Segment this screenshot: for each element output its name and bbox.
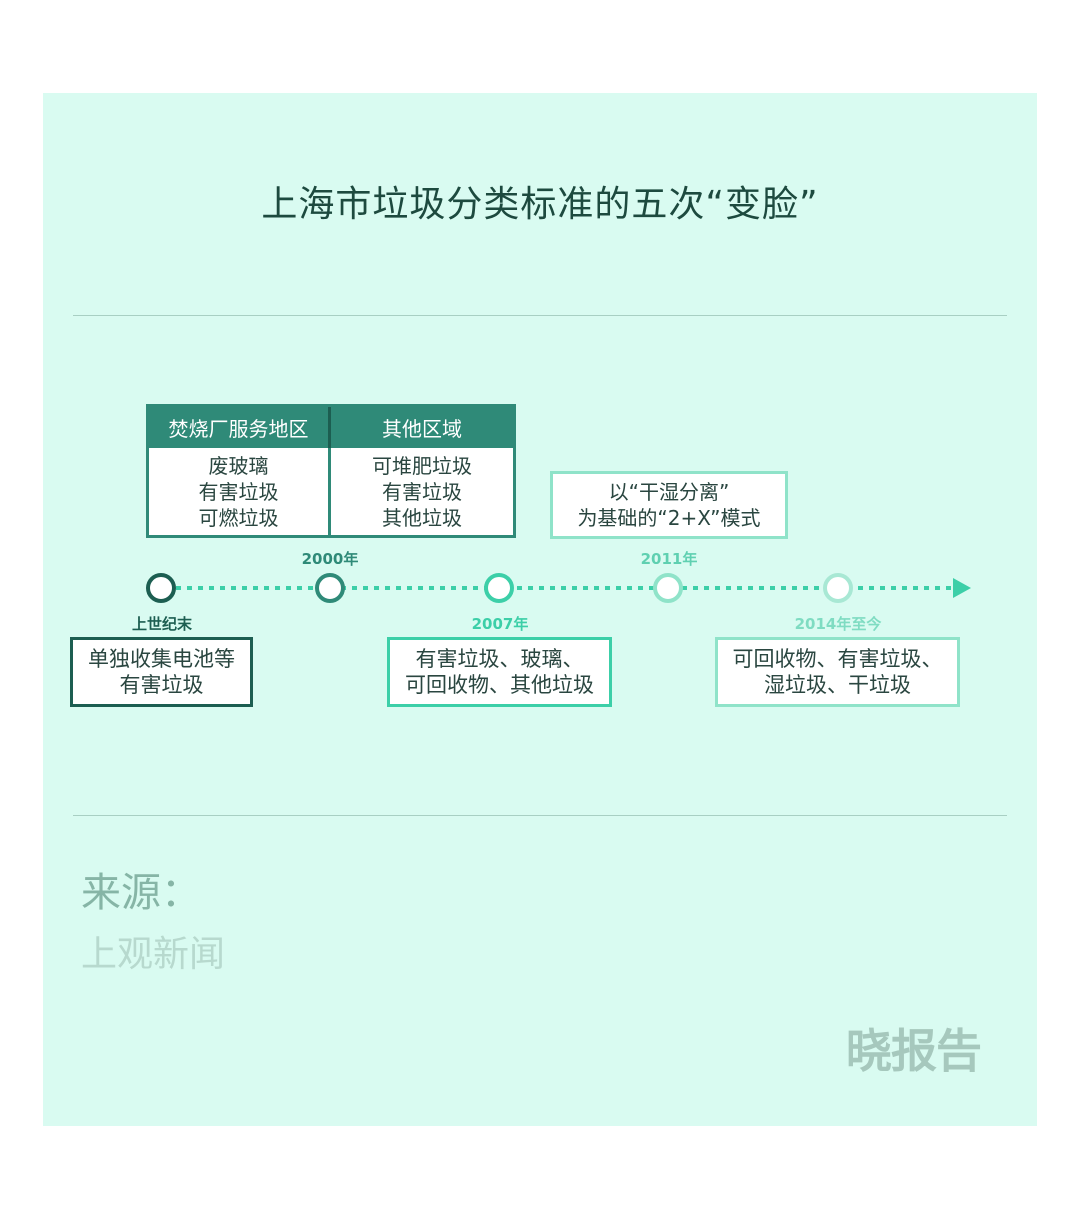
source-value: 上观新闻	[81, 934, 226, 975]
milestone-2007-note-box: 有害垃圾、玻璃、 可回收物、其他垃圾	[387, 637, 612, 707]
milestone-2011-note: 以“干湿分离” 为基础的“2+X”模式	[577, 480, 761, 530]
milestone-2011-node	[653, 573, 683, 603]
infographic-card	[43, 93, 1037, 1126]
milestone-2014-note-box: 可回收物、有害垃圾、 湿垃圾、干垃圾	[715, 637, 960, 707]
milestone-2014-label: 2014年至今	[794, 615, 882, 633]
milestone-2007-label: 2007年	[471, 615, 529, 633]
milestone-2007-note: 有害垃圾、玻璃、 可回收物、其他垃圾	[405, 647, 594, 697]
milestone-2000-label: 2000年	[301, 550, 359, 568]
incinerator-split-table: 焚烧厂服务地区 其他区域 废玻璃 有害垃圾 可燃垃圾 可堆肥垃圾 有害垃圾 其他…	[146, 404, 516, 538]
milestone-2014-note: 可回收物、有害垃圾、 湿垃圾、干垃圾	[732, 647, 943, 697]
timeline-arrow-head	[953, 578, 971, 598]
page-title: 上海市垃圾分类标准的五次“变脸”	[261, 184, 819, 225]
table-cell-other-items: 可堆肥垃圾 有害垃圾 其他垃圾	[372, 453, 472, 530]
top-divider	[73, 315, 1007, 316]
bottom-divider	[73, 815, 1007, 816]
table-header-other-area: 其他区域	[331, 407, 513, 448]
milestone-late-century-note: 单独收集电池等 有害垃圾	[88, 647, 235, 697]
source-label: 来源：	[81, 870, 201, 916]
milestone-2000-node	[315, 573, 345, 603]
milestone-late-century-note-box: 单独收集电池等 有害垃圾	[70, 637, 253, 707]
milestone-2014-node	[823, 573, 853, 603]
brand-logo: 晓报告	[846, 1024, 982, 1078]
milestone-late-century-label: 上世纪末	[131, 615, 192, 633]
milestone-2011-note-box: 以“干湿分离” 为基础的“2+X”模式	[550, 471, 788, 539]
milestone-2007-node	[484, 573, 514, 603]
milestone-late-century-node	[146, 573, 176, 603]
milestone-2011-label: 2011年	[640, 550, 698, 568]
table-header-incinerator-area: 焚烧厂服务地区	[149, 407, 331, 448]
table-cell-incinerator-items: 废玻璃 有害垃圾 可燃垃圾	[149, 448, 331, 535]
